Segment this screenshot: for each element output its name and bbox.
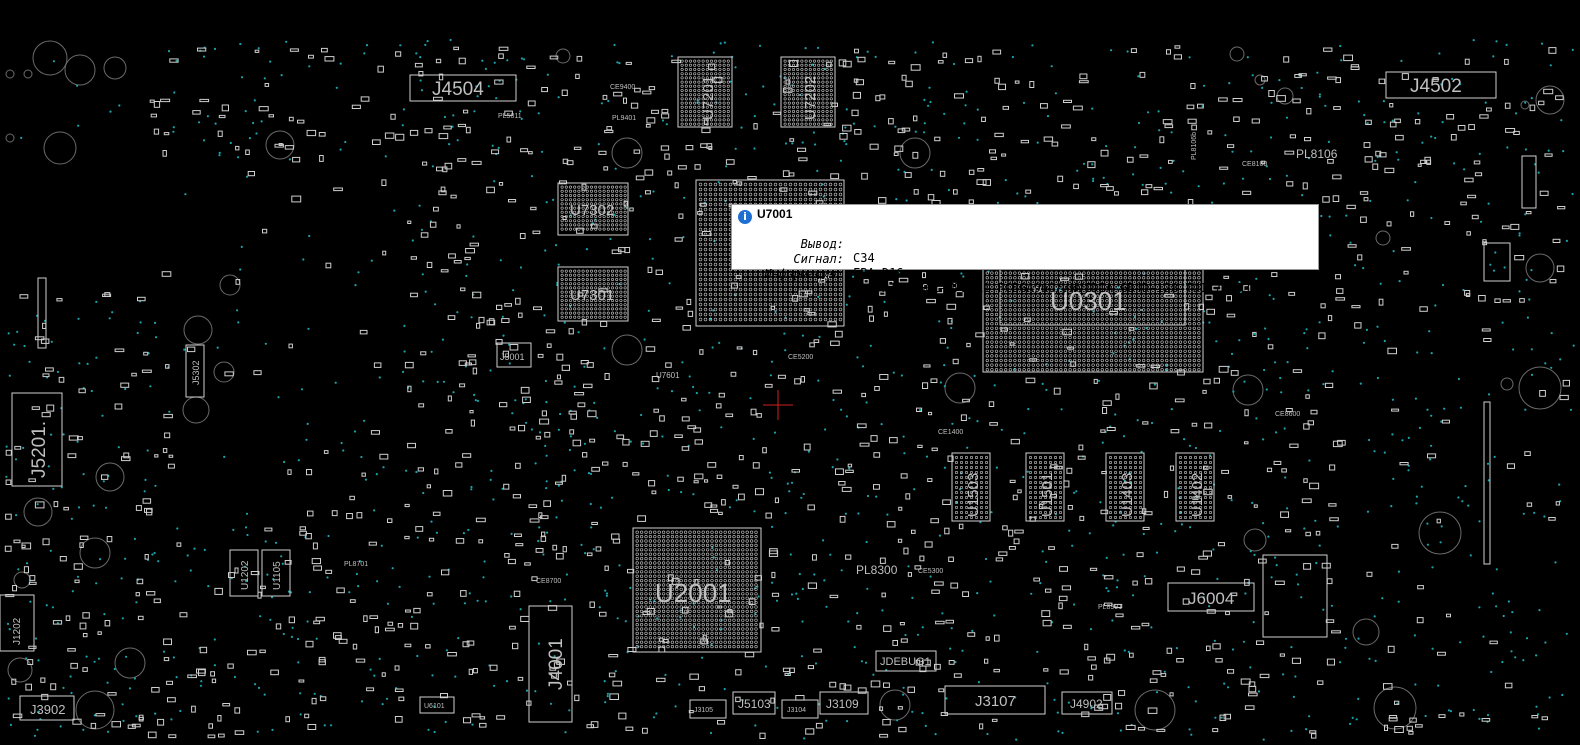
ref-label[interactable]: J4502 — [1410, 76, 1462, 97]
tooltip-key: Вывод: — [800, 237, 844, 251]
ref-label[interactable]: PL8701 — [344, 561, 368, 568]
ref-label[interactable]: J5201. — [29, 421, 50, 478]
ref-label[interactable]: J4902 — [1070, 697, 1103, 711]
ref-label[interactable]: J3109 — [826, 697, 859, 711]
ref-label[interactable]: PL8300 — [856, 563, 898, 577]
ref-label[interactable]: U1105 — [272, 561, 283, 590]
ref-label[interactable]: J4001 — [546, 638, 567, 690]
ref-label[interactable]: U6101 — [424, 703, 445, 710]
ref-label[interactable]: J3902 — [30, 702, 65, 717]
ref-label[interactable]: J5001 — [500, 352, 525, 362]
tooltip-row-signal: Сигнал: FBA_D16 — [732, 238, 1318, 280]
ref-label[interactable]: U1202 — [240, 560, 251, 590]
ref-label[interactable]: CE5200 — [788, 354, 813, 361]
tooltip-key: Информация: — [764, 267, 844, 281]
tooltip-value: C.S N18P-G61-MP2-A1 FCBGA960//NVIDIA GB4… — [853, 281, 1273, 295]
ref-label[interactable]: CE8600 — [1275, 411, 1300, 418]
ref-label[interactable]: U1503 — [965, 473, 982, 517]
ref-label[interactable]: J1202 — [12, 617, 23, 645]
tooltip-value: FBA_D16 — [853, 266, 904, 280]
info-icon: i — [738, 210, 752, 224]
ref-label[interactable]: U0301 — [1050, 286, 1127, 316]
ref-label[interactable]: U1403 — [1119, 473, 1136, 517]
ref-label[interactable]: U7601 — [656, 371, 680, 380]
ref-label[interactable]: CE5300 — [918, 568, 943, 575]
ref-label[interactable]: CE8100 — [1242, 161, 1267, 168]
tooltip-row-pin: Вывод: C34 — [732, 223, 1318, 265]
ref-label[interactable]: CE9400 — [610, 84, 635, 91]
tooltip-value: C34 — [853, 251, 875, 265]
ref-label[interactable]: J3104 — [787, 707, 806, 714]
ref-label[interactable]: CE1400 — [938, 429, 963, 436]
ref-label[interactable]: PL8106 — [1296, 147, 1338, 161]
bga-packages — [557, 56, 1215, 653]
ref-label[interactable]: J5302 — [191, 360, 201, 385]
via-field — [5, 38, 1575, 741]
mounting-holes — [5, 40, 1565, 731]
ref-label[interactable]: J3107 — [975, 693, 1016, 710]
ref-label[interactable]: U7202 — [802, 76, 819, 120]
ref-label[interactable]: J6004 — [1188, 589, 1234, 608]
ref-label[interactable]: PL8991 — [1098, 604, 1122, 611]
component-labels: J4504 U7201 U7202 J4502 U7302 U7301 U030… — [12, 76, 1462, 717]
ref-label[interactable]: CE8700 — [536, 578, 561, 585]
tooltip-key: Сигнал: — [793, 252, 844, 266]
ref-label[interactable]: U7302 — [570, 202, 614, 219]
ref-label[interactable]: U2001 — [655, 578, 732, 608]
ref-label[interactable]: JDEBUG1 — [880, 656, 931, 668]
ref-label[interactable]: U1501 — [1039, 473, 1056, 517]
tooltip-row-info: Информация: C.S N18P-G61-MP2-A1 FCBGA960… — [732, 253, 1318, 295]
ref-label[interactable]: J4504 — [432, 79, 484, 100]
component-info-tooltip: i U7001 Вывод: C34 Сигнал: FBA_D16 Инфор… — [731, 204, 1319, 295]
ref-label[interactable]: J3105 — [694, 707, 713, 714]
ref-label[interactable]: U1402 — [1189, 473, 1206, 517]
ref-label[interactable]: PL8106b — [1191, 132, 1198, 160]
tooltip-title: U7001 — [757, 207, 793, 221]
ref-label[interactable]: U7201 — [700, 76, 717, 120]
connector-outlines — [0, 71, 1537, 723]
ref-label[interactable]: PL9401 — [612, 115, 636, 122]
ref-label[interactable]: U7301 — [570, 287, 614, 304]
ref-label[interactable]: J5103 — [738, 697, 771, 711]
passive-pads — [4, 45, 1570, 740]
ref-label[interactable]: PL5011 — [498, 113, 522, 120]
crosshair-cursor — [763, 390, 793, 420]
